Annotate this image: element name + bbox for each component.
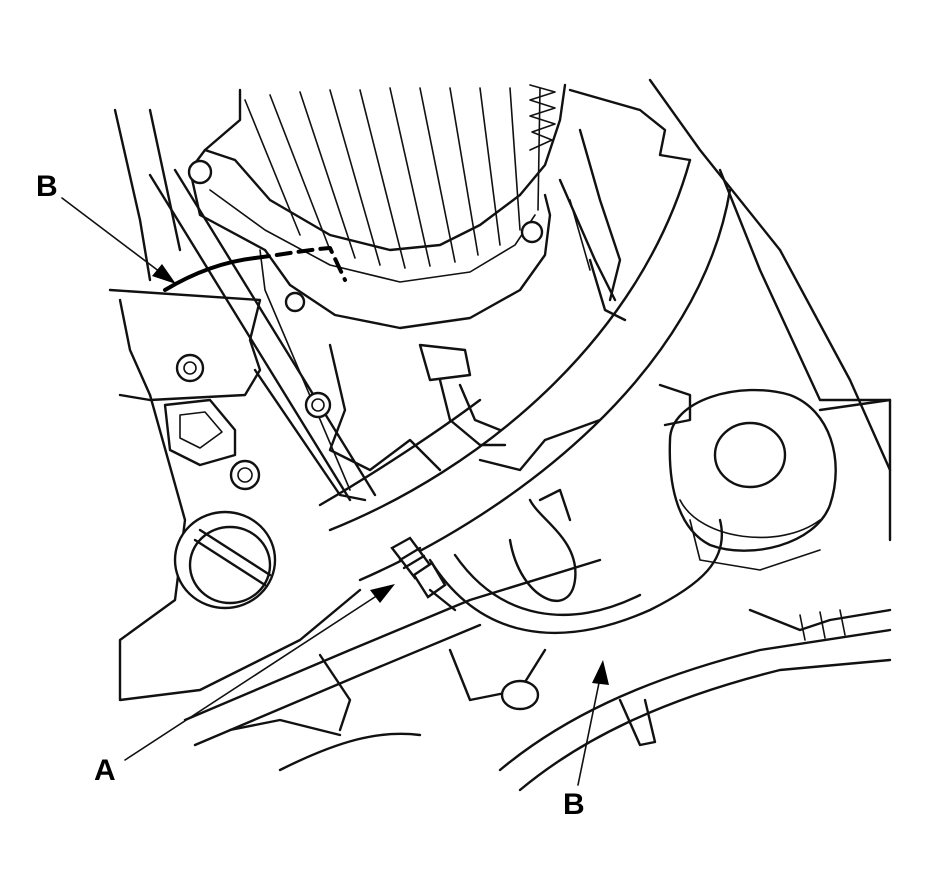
callout-label-a: A: [94, 754, 116, 787]
oil-pressure-switch: [390, 536, 457, 612]
callout-leaders: [61, 197, 609, 786]
center-bracket: [304, 343, 602, 472]
lower-lines: [183, 558, 892, 792]
crossmember: [318, 158, 732, 582]
oil-filter: [658, 383, 837, 571]
right-components: [558, 78, 892, 542]
transmission-housing: [187, 83, 567, 330]
callout-label-b-bottom: B: [563, 788, 585, 821]
callout-label-b-top: B: [36, 170, 58, 203]
engine-block-left: [108, 108, 362, 702]
diagonal-shaft: [148, 168, 377, 502]
hose-b: [163, 246, 723, 634]
